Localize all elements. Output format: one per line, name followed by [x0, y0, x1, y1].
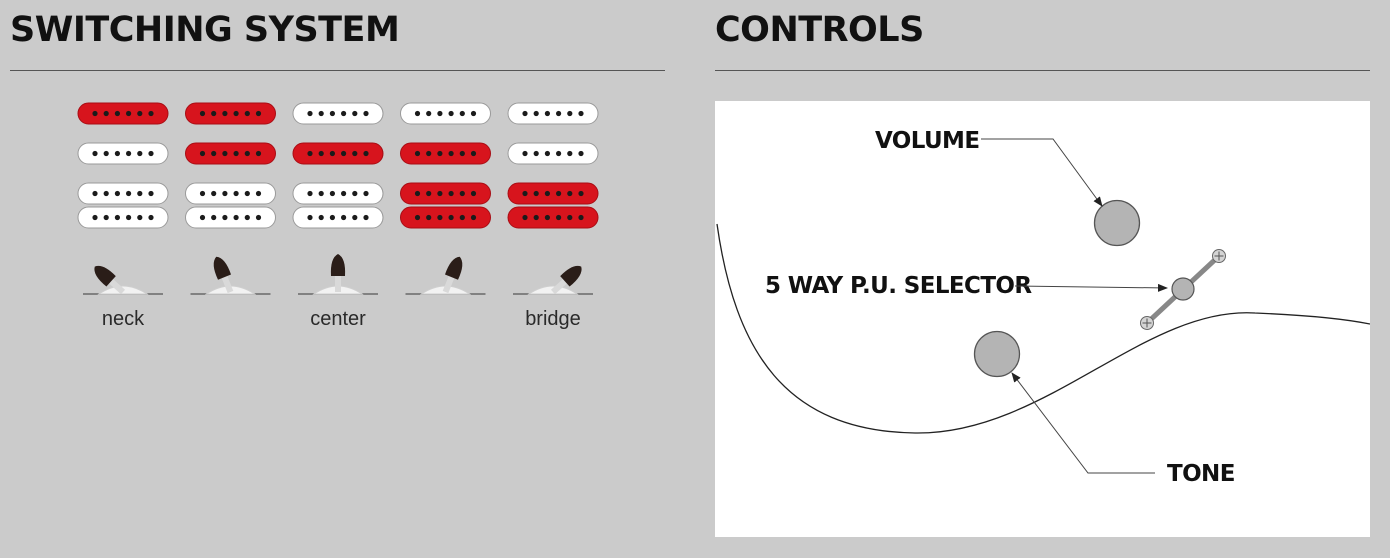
middle-pickup-5	[507, 142, 599, 165]
switch-position-label: bridge	[525, 308, 581, 330]
selector-screw-top	[1212, 249, 1226, 263]
neck-pickup-5	[507, 102, 599, 125]
controls-title: CONTROLS	[715, 10, 924, 50]
switching-system-title: SWITCHING SYSTEM	[10, 10, 400, 50]
switch-position-5: bridge	[507, 102, 599, 330]
selector-pointer	[1014, 283, 1168, 292]
bridge-humbucker-upper-3	[292, 182, 384, 205]
bridge-humbucker-lower-2	[185, 206, 276, 229]
volume-label: VOLUME	[875, 128, 979, 154]
bridge-humbucker-upper-5	[507, 182, 599, 205]
switching-system-divider	[10, 70, 665, 71]
bridge-humbucker-upper-4	[400, 182, 491, 205]
selector-lever-icon	[298, 254, 378, 295]
switch-position-label: center	[310, 308, 366, 330]
bridge-humbucker-upper-1	[77, 182, 169, 205]
selector-lever-icon	[405, 256, 486, 295]
selector-lever-icon	[83, 265, 163, 295]
switching-system-diagram: neck center bridge	[77, 102, 599, 330]
controls-diagram-panel: VOLUME 5 WAY P.U. SELECTOR TONE	[715, 101, 1371, 537]
middle-pickup-4	[400, 142, 491, 165]
neck-pickup-4	[400, 102, 491, 125]
switch-position-2	[185, 102, 276, 295]
tone-pointer	[1011, 372, 1155, 474]
switch-position-label: neck	[102, 308, 145, 330]
selector-label: 5 WAY P.U. SELECTOR	[765, 273, 1032, 299]
controls-diagram: VOLUME 5 WAY P.U. SELECTOR TONE	[716, 128, 1371, 487]
neck-pickup-1	[77, 102, 169, 125]
volume-knob	[1093, 199, 1141, 247]
tone-label: TONE	[1167, 461, 1235, 487]
switch-position-3: center	[292, 102, 384, 330]
bridge-humbucker-lower-1	[77, 206, 169, 229]
volume-pointer	[981, 138, 1103, 207]
bridge-humbucker-upper-2	[185, 182, 276, 205]
bridge-humbucker-lower-5	[507, 206, 599, 229]
switch-position-1: neck	[77, 102, 169, 330]
middle-pickup-2	[185, 142, 276, 165]
guitar-body-outline	[716, 223, 1371, 434]
neck-pickup-3	[292, 102, 384, 125]
selector-screw-bottom	[1140, 316, 1154, 330]
tone-knob	[973, 330, 1021, 378]
selector-lever-icon	[513, 265, 593, 295]
bridge-humbucker-lower-4	[400, 206, 491, 229]
middle-pickup-1	[77, 142, 169, 165]
bridge-humbucker-lower-3	[292, 206, 384, 229]
controls-divider	[715, 70, 1370, 71]
switch-position-4	[400, 102, 491, 295]
middle-pickup-3	[292, 142, 384, 165]
pickup-selector-switch	[1140, 249, 1226, 330]
selector-lever-icon	[190, 256, 271, 295]
neck-pickup-2	[185, 102, 276, 125]
